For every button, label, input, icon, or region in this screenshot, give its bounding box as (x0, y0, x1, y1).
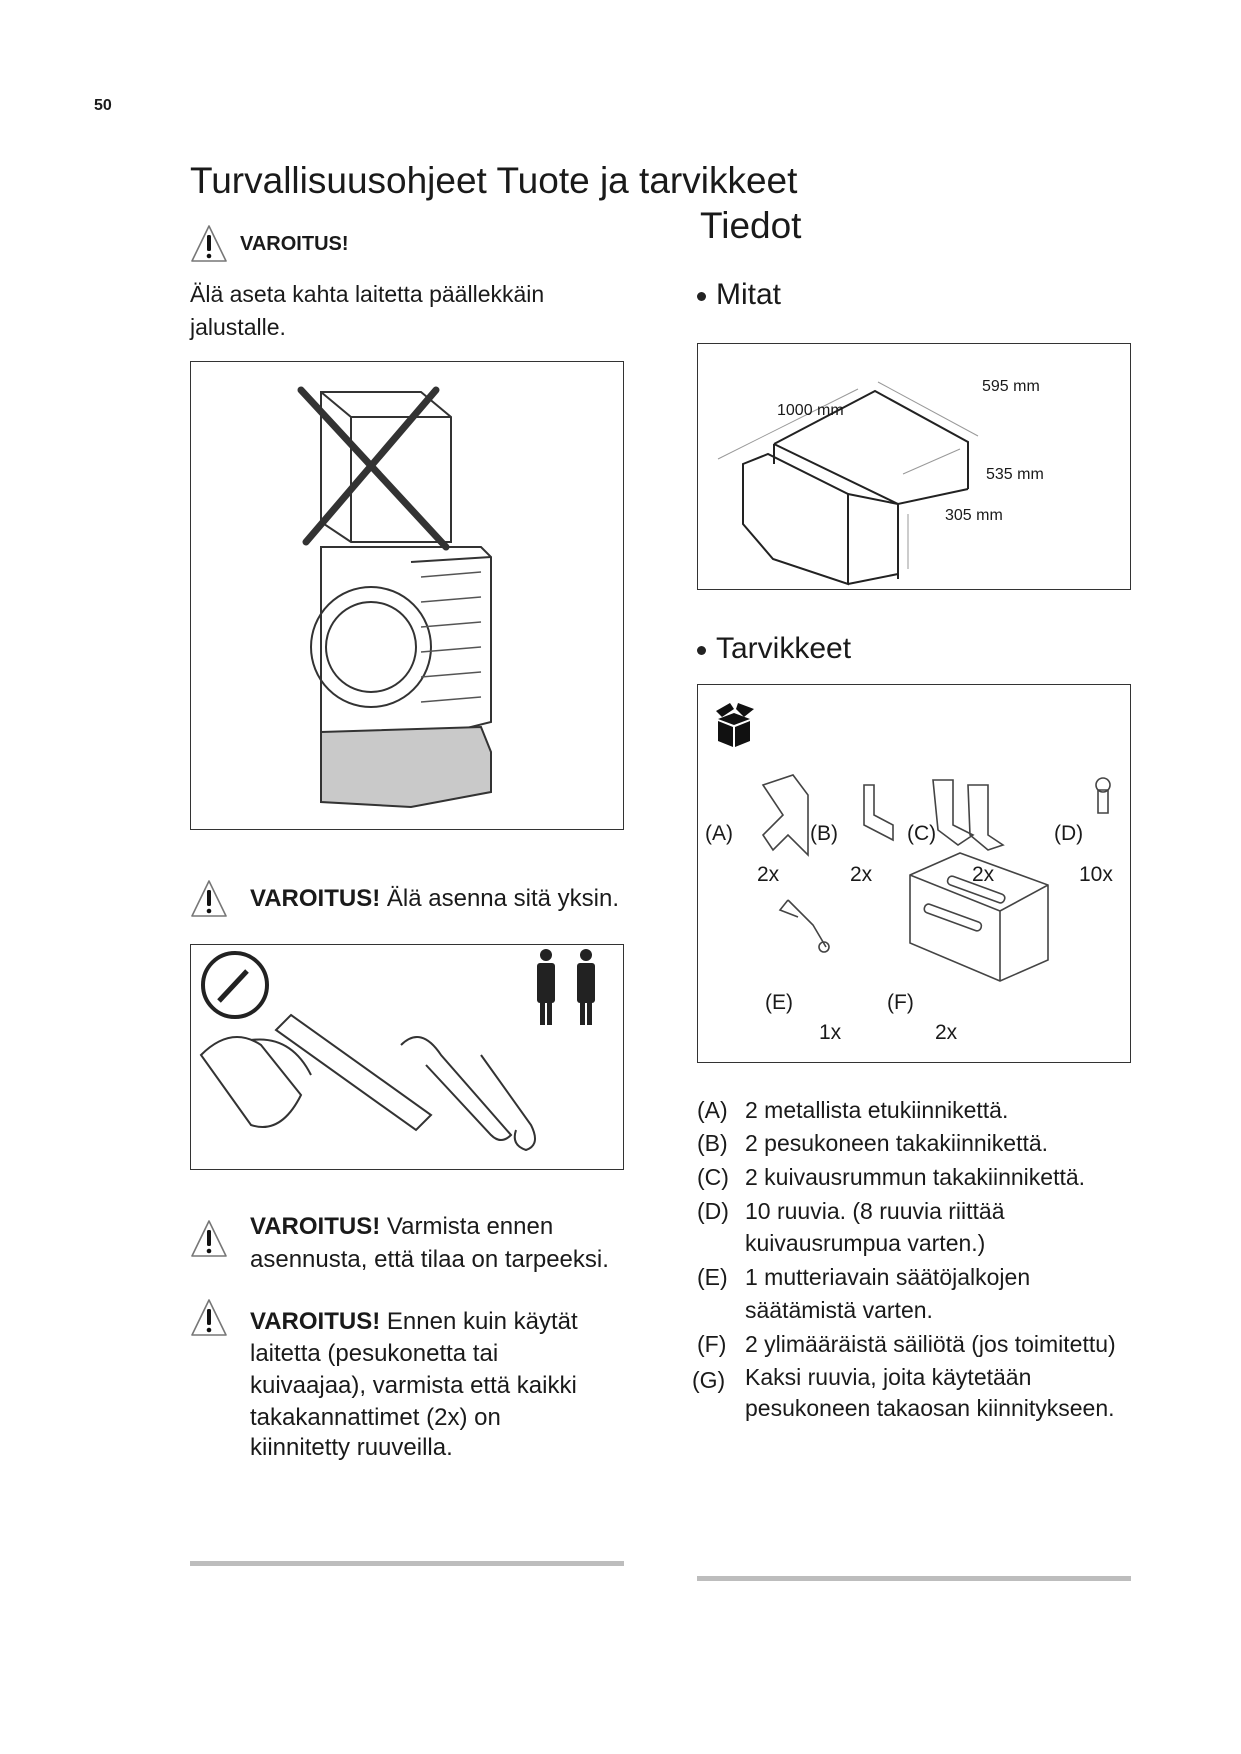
warning-label: VAROITUS! (250, 1308, 381, 1335)
list-item-text: Kaksi ruuvia, joita käytetään (745, 1364, 1032, 1390)
accessories-heading: Tarvikkeet (697, 632, 851, 666)
item-count: 2x (757, 863, 780, 886)
warning-text-line: kiinnitetty ruuveilla. (250, 1434, 453, 1461)
item-label: (F) (887, 991, 914, 1014)
item-label: (C) (907, 822, 937, 845)
list-item-text: kuivausrumpua varten.) (745, 1230, 986, 1256)
warning-text-line: Varmista ennen (380, 1213, 554, 1240)
tools-illustration (190, 944, 624, 1170)
warning-text-line: laitetta (pesukonetta tai (250, 1340, 499, 1367)
list-item-text: säätämistä varten. (745, 1297, 933, 1323)
stacking-illustration (190, 361, 624, 830)
list-item-text: 2 pesukoneen takakiinnikettä. (745, 1130, 1049, 1156)
warning-text-line: takakannattimet (2x) on (250, 1404, 501, 1431)
item-count: 2x (972, 863, 995, 886)
dimension-height: 305 mm (945, 507, 1003, 524)
warning-text-line: asennusta, että tilaa on tarpeeksi. (250, 1246, 609, 1273)
item-count: 10x (1079, 863, 1113, 886)
warning-icon (191, 1299, 227, 1336)
warning-text-line: Ennen kuin käytät (380, 1308, 578, 1335)
dimensions-illustration (697, 343, 1131, 590)
warning-text: Älä asenna sitä yksin. (380, 885, 620, 912)
warning-label: VAROITUS! (250, 1213, 381, 1240)
item-count: 2x (850, 863, 873, 886)
tool-icon (201, 951, 269, 1019)
accessories-illustration (697, 684, 1131, 1063)
warning-label: VAROITUS! (240, 233, 349, 255)
warning-icon (191, 225, 227, 262)
warning-icon (191, 1220, 227, 1257)
box-icon (716, 703, 754, 747)
item-label: (D) (1054, 822, 1084, 845)
list-item-id: (E) (697, 1264, 728, 1290)
dimension-width: 595 mm (982, 378, 1040, 395)
list-item-text: 2 kuivausrummun takakiinnikettä. (745, 1164, 1086, 1190)
dimension-length: 1000 mm (777, 402, 844, 419)
section-title: Tiedot (700, 205, 802, 246)
warning-text-line: Älä aseta kahta laitetta päällekkäin (190, 281, 545, 307)
warning-icon (191, 880, 227, 917)
list-item-text: 2 ylimääräistä säiliötä (jos toimitettu) (745, 1331, 1116, 1357)
dimensions-heading: Mitat (697, 278, 781, 312)
list-item-id: (A) (697, 1097, 728, 1123)
item-count: 1x (819, 1021, 842, 1044)
divider (190, 1561, 624, 1566)
page-title: Turvallisuusohjeet Tuote ja tarvikkeet (190, 160, 798, 201)
item-label: (A) (705, 822, 733, 845)
list-item-text: 10 ruuvia. (8 ruuvia riittää (745, 1198, 1005, 1224)
warning-text-line: jalustalle. (190, 314, 286, 340)
list-item-id: (B) (697, 1130, 728, 1156)
page-number: 50 (94, 97, 112, 114)
dimension-depth: 535 mm (986, 466, 1044, 483)
list-item-id: (G) (692, 1367, 726, 1393)
list-item-id: (F) (697, 1331, 727, 1357)
warning-text-line: kuivaajaa), varmista että kaikki (250, 1372, 577, 1399)
list-item-id: (D) (697, 1198, 729, 1224)
list-item-text: 2 metallista etukiinnikettä. (745, 1097, 1009, 1123)
item-label: (E) (765, 991, 793, 1014)
list-item-text: 1 mutteriavain säätöjalkojen (745, 1264, 1031, 1290)
list-item-id: (C) (697, 1164, 729, 1190)
warning-label: VAROITUS! (250, 885, 381, 912)
list-item-text: pesukoneen takaosan kiinnitykseen. (745, 1395, 1115, 1421)
divider (697, 1576, 1131, 1581)
item-label: (B) (810, 822, 838, 845)
item-count: 2x (935, 1021, 958, 1044)
